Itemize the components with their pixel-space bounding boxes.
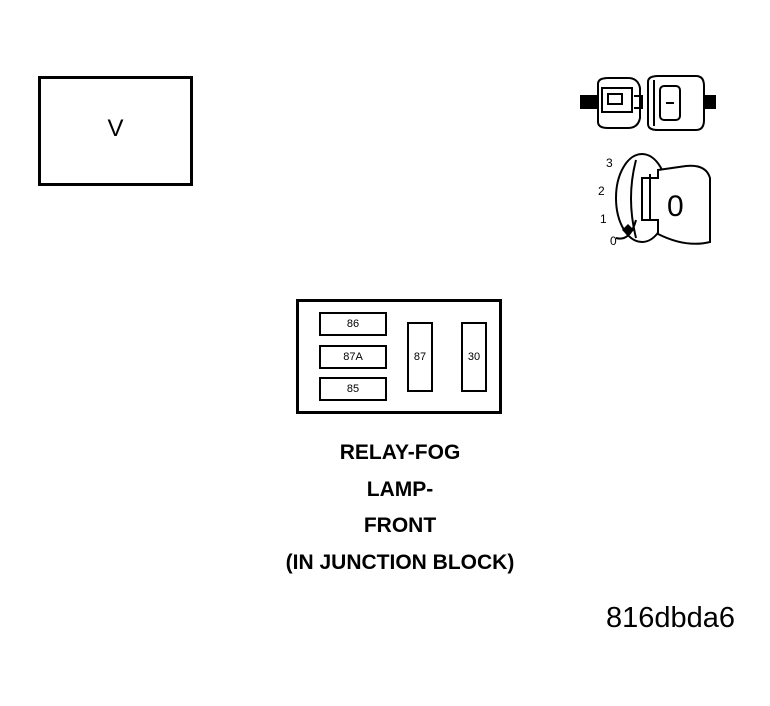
relay-pinout: 86 87A 85 87 30 xyxy=(296,299,502,414)
relay-caption-line3: FRONT xyxy=(363,514,437,537)
relay-pin-86: 86 xyxy=(319,312,387,336)
diagram-id: 816dbda6 xyxy=(605,602,735,634)
ignition-position-0: 0 xyxy=(610,234,617,248)
relay-pin-85: 85 xyxy=(319,377,387,401)
voltmeter-symbol: V xyxy=(38,76,193,186)
ignition-position-1: 1 xyxy=(600,212,607,226)
relay-pin-30: 30 xyxy=(461,322,487,392)
key-position-indicator: 0 xyxy=(667,190,684,223)
voltmeter-label: V xyxy=(107,115,124,142)
relay-caption-line1: RELAY-FOG xyxy=(339,441,461,464)
relay-pin-87: 87 xyxy=(407,322,433,392)
ignition-position-2: 2 xyxy=(598,184,605,198)
relay-caption-line4: (IN JUNCTION BLOCK) xyxy=(285,551,515,574)
connector-icon xyxy=(580,75,716,131)
relay-caption-line2: LAMP- xyxy=(366,478,434,501)
relay-pin-87a: 87A xyxy=(319,345,387,369)
ignition-key-icon xyxy=(615,153,711,245)
ignition-position-3: 3 xyxy=(606,156,613,170)
